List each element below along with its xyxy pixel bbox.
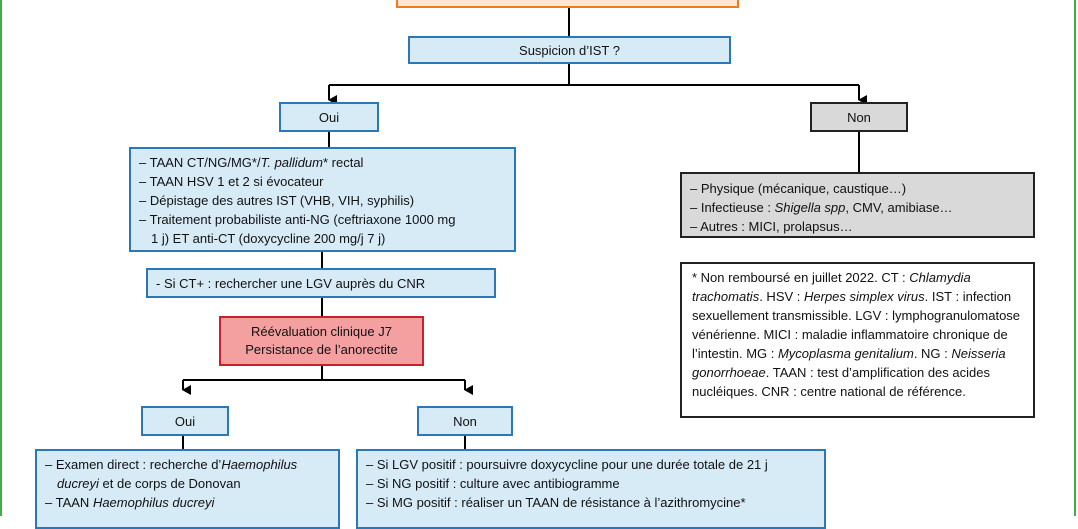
oui-2-action-1: – Examen direct : recherche d’Haemophilu… [45, 457, 298, 472]
oui-2-label: Oui [174, 413, 196, 429]
non-cause-3: – Autres : MICI, prolapsus… [690, 219, 853, 234]
non-box: Non [810, 102, 908, 132]
non-2-action-1: – Si LGV positif : poursuivre doxycyclin… [366, 457, 768, 472]
oui-2-action-3: – TAAN Haemophilus ducreyi [45, 495, 215, 510]
oui-action-1: – TAAN CT/NG/MG*/T. pallidum* rectal [139, 155, 364, 170]
non-2-action-3: – Si MG positif : réaliser un TAAN de ré… [366, 495, 746, 510]
suspicion-label: Suspicion d’IST ? [519, 42, 620, 58]
non-2-action-2: – Si NG positif : culture avec antibiogr… [366, 476, 620, 491]
non-label: Non [847, 109, 871, 125]
suspicion-box: Suspicion d’IST ? [408, 36, 731, 64]
oui-actions-box: – TAAN CT/NG/MG*/T. pallidum* rectal – T… [129, 147, 516, 252]
non-2-actions-box: – Si LGV positif : poursuivre doxycyclin… [356, 449, 826, 529]
flow-connectors [182, 8, 867, 449]
footnote-box: * Non remboursé en juillet 2022. CT : Ch… [680, 262, 1035, 418]
non-cause-1: – Physique (mécanique, caustique…) [690, 181, 907, 196]
cnr-label: - Si CT+ : rechercher une LGV auprès du … [156, 276, 426, 291]
oui-2-box: Oui [141, 406, 229, 436]
reevaluation-line-2: Persistance de l’anorectite [245, 342, 398, 357]
top-box [396, 0, 739, 8]
non-cause-2: – Infectieuse : Shigella spp, CMV, amibi… [690, 200, 953, 215]
oui-action-3: – Dépistage des autres IST (VHB, VIH, sy… [139, 193, 415, 208]
non-2-box: Non [417, 406, 513, 436]
oui-action-4: – Traitement probabiliste anti-NG (ceftr… [139, 212, 456, 227]
oui-2-action-2: ducreyi et de corps de Donovan [57, 476, 241, 491]
oui-box: Oui [279, 102, 379, 132]
oui-label: Oui [318, 109, 340, 125]
oui-action-5: 1 j) ET anti-CT (doxycycline 200 mg/j 7 … [151, 231, 386, 246]
non-2-label: Non [453, 413, 477, 429]
oui-action-2: – TAAN HSV 1 et 2 si évocateur [139, 174, 324, 189]
reevaluation-line-1: Réévaluation clinique J7 [251, 324, 392, 339]
non-causes-box: – Physique (mécanique, caustique…) – Inf… [680, 172, 1035, 238]
reevaluation-box: Réévaluation clinique J7 Persistance de … [219, 316, 424, 366]
oui-2-actions-box: – Examen direct : recherche d’Haemophilu… [35, 449, 340, 529]
cnr-box: - Si CT+ : rechercher une LGV auprès du … [146, 268, 496, 298]
